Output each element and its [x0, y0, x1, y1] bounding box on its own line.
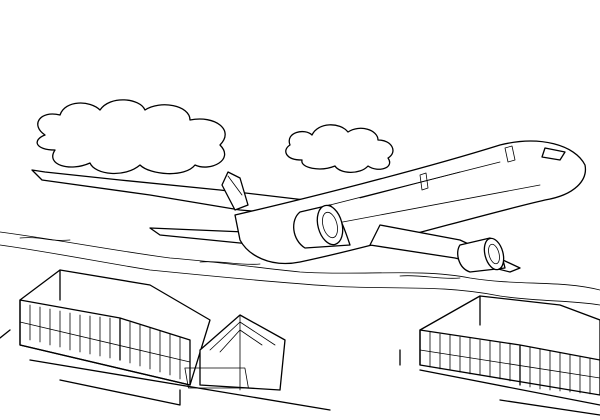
terminal-building-left — [0, 269, 331, 411]
cloud-left — [36, 99, 226, 175]
airplane — [31, 140, 587, 273]
airplane-engine-right — [457, 237, 506, 273]
hangar-roof — [199, 314, 286, 391]
terminal-building-right — [399, 295, 600, 416]
coastline — [0, 231, 600, 291]
airplane-engine-left — [293, 204, 351, 249]
water-wave — [19, 237, 461, 279]
parking-lot — [184, 367, 249, 389]
shore-line — [0, 244, 600, 306]
airplane-tail — [221, 171, 249, 211]
door — [419, 145, 516, 191]
cloud-right — [285, 124, 394, 174]
cockpit-window — [541, 147, 566, 161]
passenger-windows — [359, 171, 461, 199]
